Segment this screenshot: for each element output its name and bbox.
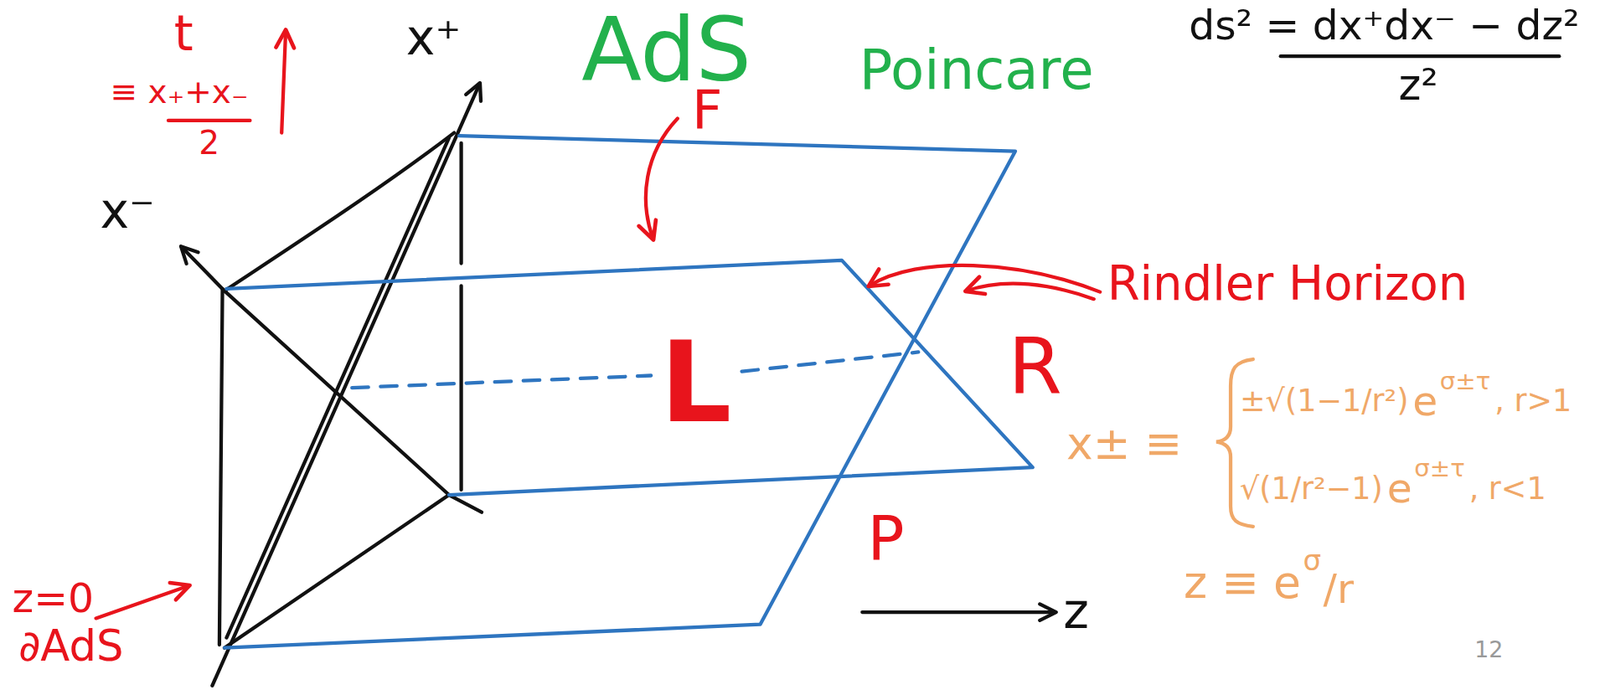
axis-label: z — [1063, 583, 1090, 640]
title-subscript: Poincare — [859, 38, 1095, 103]
horizon-label: Rindler Horizon — [1107, 257, 1469, 311]
coordinate-exponent: σ — [1302, 544, 1322, 578]
coordinate-formula: x± ≡ — [1066, 418, 1183, 470]
slide-title: AdS — [581, 0, 752, 101]
boundary-edge — [219, 289, 223, 646]
fraction-bar — [168, 118, 250, 123]
boundary-edge — [224, 495, 450, 649]
metric-denominator: z² — [1398, 61, 1438, 111]
coordinate-formula: z ≡ e — [1183, 557, 1301, 610]
axis-label: x⁻ — [99, 183, 155, 240]
time-label: t — [174, 5, 194, 62]
time-definition: ≡ x₊+x₋ — [110, 73, 249, 112]
boundary-axes — [181, 56, 1559, 687]
fraction-bar — [1280, 54, 1560, 58]
page-number: 12 — [1474, 637, 1503, 664]
pointer-arrow — [966, 283, 1095, 300]
boundary-edge — [226, 138, 450, 639]
horizon-plane — [226, 260, 1033, 496]
time-denominator: 2 — [198, 124, 220, 163]
coordinate-exponent: σ±τ — [1440, 367, 1492, 397]
annotation-arrows — [96, 30, 1101, 620]
coordinate-condition: , r<1 — [1469, 471, 1547, 507]
x-minus-axis — [181, 247, 482, 513]
coordinate-formula: e — [1412, 377, 1438, 425]
boundary-edge — [459, 143, 463, 491]
boundary-edge — [224, 133, 455, 292]
region-label: P — [867, 503, 904, 574]
boundary-label: ∂AdS — [18, 622, 124, 672]
coordinate-formula: e — [1387, 464, 1413, 512]
region-label: L — [660, 318, 732, 448]
time-arrow — [281, 30, 286, 134]
boundary-label: z=0 — [12, 574, 94, 622]
hidden-edge — [351, 351, 919, 388]
coordinate-formula: /r — [1323, 565, 1354, 613]
horizon-plane — [224, 135, 1016, 648]
coordinate-exponent: σ±τ — [1414, 454, 1466, 484]
axis-label: x⁺ — [406, 10, 461, 67]
coordinate-condition: , r>1 — [1494, 383, 1572, 419]
coordinate-formula: ±√(1−1/r²) — [1239, 383, 1409, 419]
pointer-arrow — [96, 585, 190, 619]
metric-formula: ds² = dx⁺dx⁻ − dz² — [1188, 1, 1580, 49]
region-label: F — [691, 79, 723, 141]
pointer-arrow — [869, 265, 1100, 293]
z-axis — [861, 610, 1055, 615]
pointer-arrow — [645, 118, 678, 240]
horizon-planes — [224, 135, 1033, 648]
region-label: R — [1007, 322, 1062, 412]
coordinate-formula: √(1/r²−1) — [1239, 471, 1384, 507]
